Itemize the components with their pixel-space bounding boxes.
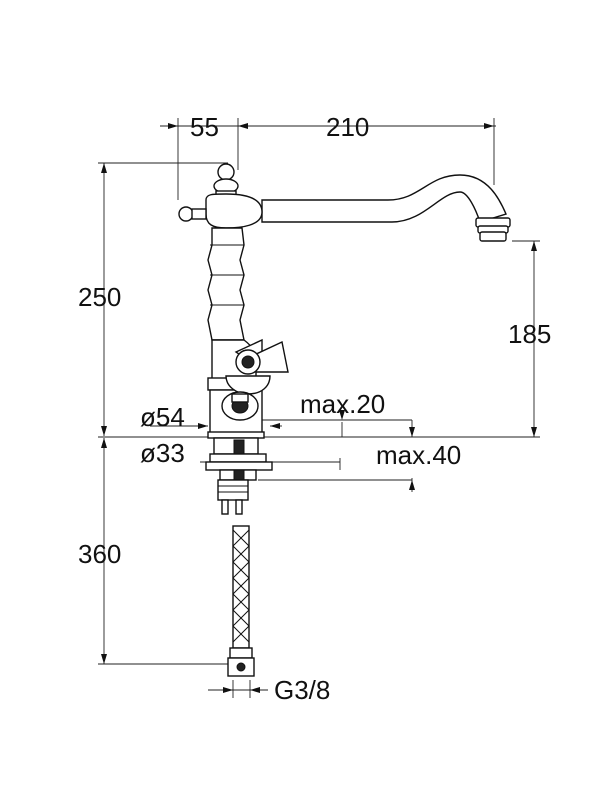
thread-g38-label: G3/8 — [274, 675, 330, 705]
max-40-label: max.40 — [376, 440, 461, 470]
dimension-250-label: 250 — [78, 282, 121, 312]
diameter-33-label: ø33 — [140, 438, 185, 468]
dimension-labels: 55 210 250 185 360 ø54 ø33 max.20 max.40… — [78, 112, 551, 705]
diameter-54-label: ø54 — [140, 402, 185, 432]
dimension-lines — [98, 118, 540, 698]
max-20-label: max.20 — [300, 389, 385, 419]
dimension-55-label: 55 — [190, 112, 219, 142]
dimension-360-label: 360 — [78, 539, 121, 569]
dimension-185-label: 185 — [508, 319, 551, 349]
dimension-210-label: 210 — [326, 112, 369, 142]
faucet-body — [178, 163, 511, 677]
